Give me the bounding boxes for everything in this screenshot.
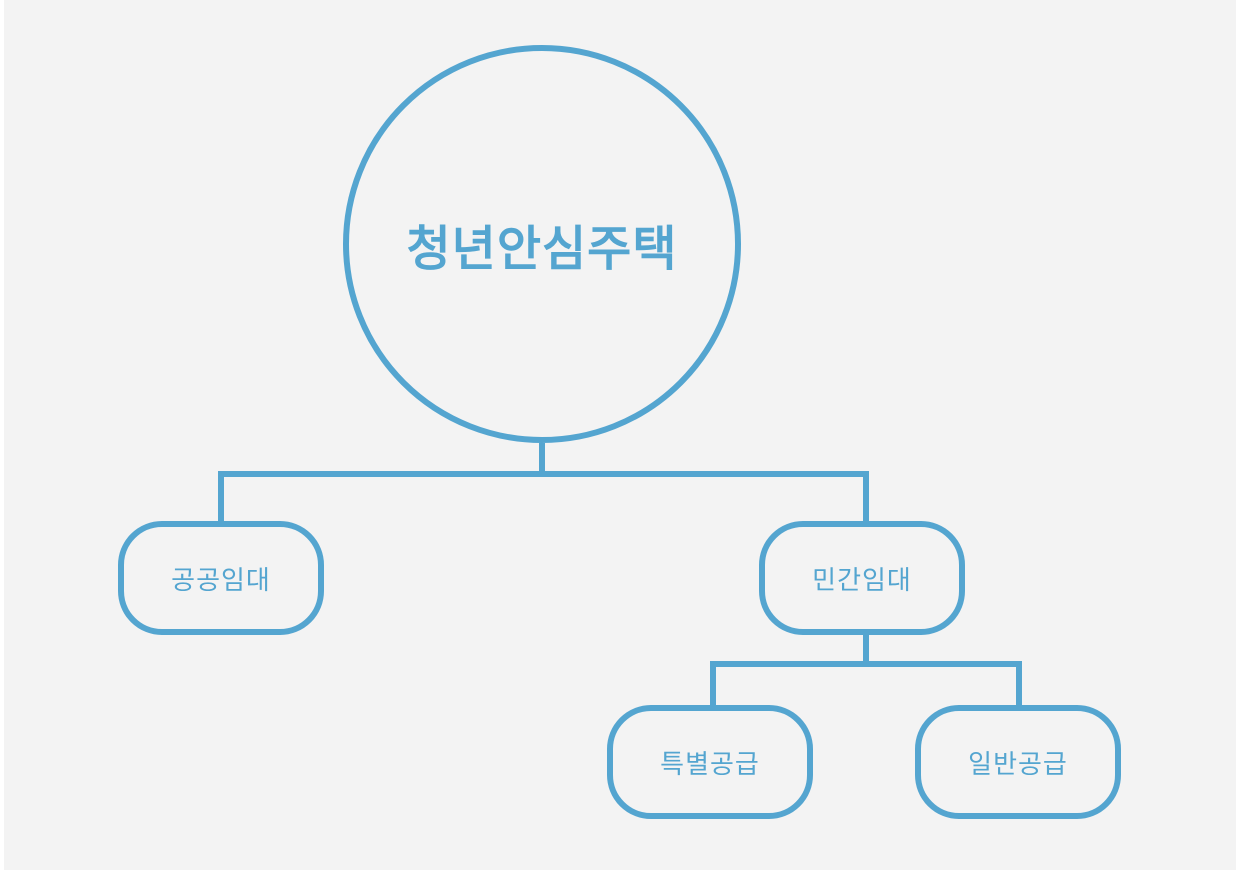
connector-level2-bar: [710, 661, 1022, 708]
node-special-supply: 특별공급: [607, 705, 813, 819]
node-general-supply-label: 일반공급: [968, 749, 1068, 780]
node-private-rental-label: 민간임대: [812, 565, 912, 596]
node-private-rental: 민간임대: [759, 521, 965, 635]
node-public-rental: 공공임대: [118, 521, 324, 635]
root-node-label: 청년안심주택: [406, 221, 678, 277]
connector-level1-bar: [218, 471, 869, 524]
node-public-rental-label: 공공임대: [171, 565, 271, 596]
node-general-supply: 일반공급: [915, 705, 1121, 819]
root-node: 청년안심주택: [343, 45, 741, 443]
node-special-supply-label: 특별공급: [660, 749, 760, 780]
